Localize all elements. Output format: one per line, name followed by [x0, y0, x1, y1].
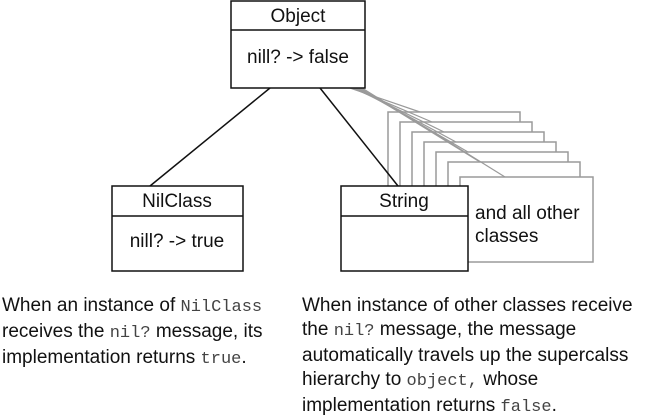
caption-text: receives the [2, 321, 110, 342]
nilclass-inheritance-line [149, 87, 271, 187]
code-nil-message: nil? [333, 322, 375, 341]
other-class-inheritance-lines [349, 87, 506, 178]
other-caption-line: When instance of other classes receive [302, 294, 633, 318]
caption-text: message, the message [374, 319, 577, 340]
string-class-name: String [379, 191, 429, 212]
caption-text: implementation returns [2, 347, 201, 368]
caption-text: whose [477, 369, 539, 390]
code-nilclass: NilClass [180, 298, 263, 317]
code-false: false [500, 398, 552, 417]
caption-text: hierarchy to [302, 369, 407, 390]
string-inheritance-line [319, 87, 399, 187]
caption-text: . [551, 395, 557, 416]
other-caption-line: automatically travels up the supercalss [302, 344, 633, 368]
other-caption-line: implementation returns false. [302, 394, 633, 420]
other-class-box [459, 176, 594, 263]
object-class-method: nill? -> false [247, 47, 349, 68]
nilclass-caption-line: implementation returns true. [2, 346, 262, 372]
object-class-name: Object [271, 6, 327, 27]
code-nil-message: nil? [109, 324, 151, 343]
code-true: true [200, 350, 242, 369]
other-caption-line: hierarchy to object, whose [302, 368, 633, 394]
caption-text: When an instance of [2, 295, 181, 316]
nilclass-caption-line: receives the nil? message, its [2, 320, 262, 346]
other-classes-label-line2: classes [475, 226, 538, 247]
caption-text: When instance of other classes receive [302, 295, 633, 316]
caption-text: message, its [150, 321, 263, 342]
other-classes-label-line1: and all other [475, 203, 580, 224]
nilclass-caption-line: When an instance of NilClass [2, 294, 262, 320]
nilclass-class-method: nill? -> true [130, 231, 225, 252]
other-caption-line: the nil? message, the message [302, 318, 633, 344]
caption-text: automatically travels up the supercalss [302, 345, 629, 366]
caption-text: the [302, 319, 334, 340]
nilclass-caption: When an instance of NilClass receives th… [2, 294, 262, 372]
caption-text: implementation returns [302, 395, 501, 416]
object-class-box: Object nill? -> false [230, 0, 366, 89]
code-object: object, [406, 372, 478, 391]
nilclass-class-name: NilClass [142, 191, 212, 212]
caption-text: . [241, 347, 247, 368]
other-classes-caption: When instance of other classes receive t… [302, 294, 633, 420]
nilclass-class-box: NilClass nill? -> true [111, 185, 244, 272]
string-class-box: String [340, 185, 469, 272]
